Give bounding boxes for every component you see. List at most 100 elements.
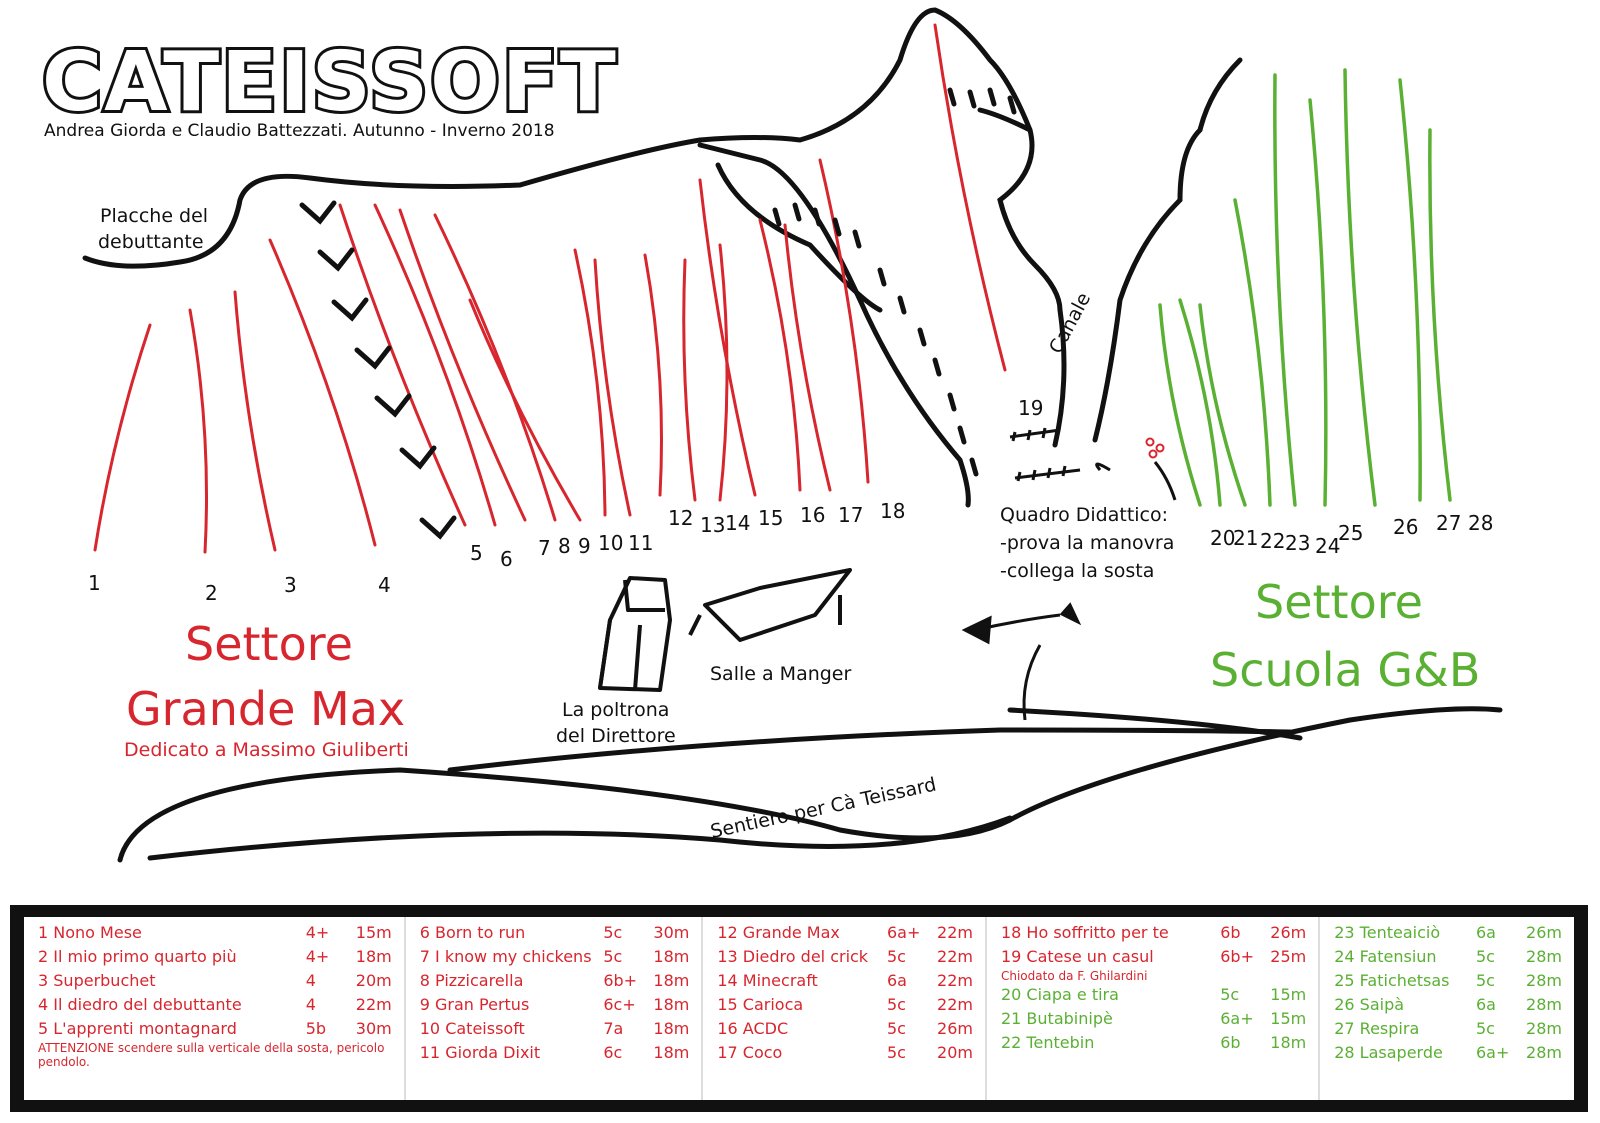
legend-route-name: 13 Diedro del crick — [717, 947, 869, 966]
sector-green-title-1: Settore — [1255, 575, 1423, 629]
legend-route-grade: 6b — [1220, 1033, 1241, 1052]
route-number: 19 — [1018, 396, 1043, 420]
legend-route-name: 21 Butabinipè — [1000, 1009, 1113, 1028]
sector-green-title-2: Scuola G&B — [1210, 643, 1480, 697]
hatch-mark — [969, 457, 979, 477]
hatch-mark — [897, 295, 907, 315]
route-number: 13 — [700, 513, 725, 537]
legend-route-grade: 4 — [305, 995, 316, 1014]
legend-route-grade: 5c — [886, 1019, 906, 1038]
dihedral-chevron — [419, 515, 457, 540]
legend-route-length: 18m — [653, 995, 690, 1014]
legend-route-grade: 6b — [1220, 923, 1241, 942]
route-line-25 — [1308, 98, 1328, 507]
route-number: 2 — [205, 581, 218, 605]
route-line-20 — [1158, 303, 1202, 507]
route-number: 5 — [470, 541, 483, 565]
legend-route-grade: 5c — [886, 1043, 906, 1062]
legend-route-length: 30m — [653, 923, 690, 942]
sector-red-title-2: Grande Max — [126, 682, 405, 736]
hatch-mark — [947, 392, 957, 412]
legend-route-length: 22m — [937, 995, 973, 1014]
legend-route-length: 28m — [1526, 971, 1562, 990]
legend-route-name: 18 Ho soffritto per te — [1000, 923, 1169, 942]
hatch-mark — [877, 267, 887, 287]
route-number: 27 — [1436, 511, 1461, 535]
quadro-title: Quadro Didattico: — [1000, 504, 1168, 526]
quadro-line-1: -prova la manovra — [1000, 532, 1174, 554]
legend-route-length: 20m — [937, 1043, 973, 1062]
route-number: 22 — [1260, 529, 1285, 553]
dihedral-chevron — [317, 247, 355, 272]
legend-route-length: 18m — [653, 1019, 690, 1038]
legend-route-grade: 5c — [1220, 985, 1240, 1004]
legend-route-length: 18m — [653, 971, 690, 990]
route-number: 1 — [88, 571, 101, 595]
route-line-18 — [818, 158, 870, 484]
hatch-mark — [947, 87, 957, 107]
route-number: 25 — [1338, 521, 1363, 545]
legend-route-length: 22m — [937, 971, 973, 990]
legend-route-length: 20m — [355, 971, 392, 990]
dihedral-chevron — [354, 345, 392, 370]
quadro-line-2: -collega la sosta — [1000, 560, 1154, 582]
legend-route-name: 15 Carioca — [717, 995, 804, 1014]
legend-route-name: 23 Tenteaiciò — [1334, 923, 1441, 942]
legend-route-length: 18m — [1270, 1033, 1307, 1052]
route-line-2 — [188, 308, 208, 554]
hatch-mark — [832, 217, 842, 237]
legend-route-grade: 6c — [603, 1043, 623, 1062]
route-line-7 — [398, 208, 527, 522]
route-line-9 — [468, 298, 582, 522]
legend-route-name: 12 Grande Max — [717, 923, 840, 942]
route-line-28 — [1428, 128, 1452, 502]
dihedral-chevron — [331, 297, 369, 322]
poltrona-label-1: La poltrona — [562, 699, 669, 721]
route-line-15 — [698, 178, 757, 497]
legend-route-grade: 5c — [603, 947, 623, 966]
poltrona-label-2: del Direttore — [556, 725, 676, 747]
route-line-19 — [933, 23, 1007, 372]
dihedral-chevron — [299, 200, 337, 225]
route-line-12 — [643, 253, 663, 497]
route-number: 4 — [378, 573, 391, 597]
title: CATEISSOFT — [42, 35, 618, 130]
hatch-mark — [852, 229, 862, 249]
legend-route-name: 14 Minecraft — [717, 971, 818, 990]
legend-note-attenzione: ATTENZIONE scendere sulla verticale dell… — [38, 1041, 385, 1069]
legend-route-name: 6 Born to run — [419, 923, 526, 942]
route-line-11 — [593, 258, 632, 517]
legend-route-name: 9 Gran Pertus — [419, 995, 530, 1014]
legend-route-grade: 7a — [603, 1019, 624, 1038]
legend-route-grade: 6b+ — [1220, 947, 1254, 966]
legend-route-grade: 6a — [1475, 995, 1496, 1014]
route-line-6 — [373, 203, 497, 527]
legend-route-grade: 5c — [1475, 947, 1495, 966]
hatch-mark — [792, 202, 802, 222]
route-line-17 — [783, 223, 832, 492]
hatch-mark — [812, 207, 822, 227]
hatch-mark — [987, 87, 997, 107]
route-number: 24 — [1315, 534, 1340, 558]
sector-red-title-1: Settore — [185, 617, 353, 671]
route-line-24 — [1273, 73, 1297, 507]
route-line-14 — [718, 243, 729, 502]
route-line-8 — [433, 213, 557, 522]
legend-route-length: 26m — [1270, 923, 1307, 942]
rock-outline — [82, 7, 1503, 863]
legend-route-length: 15m — [1270, 985, 1307, 1004]
canale-label: Canale — [1045, 289, 1095, 357]
legend-route-grade: 6a+ — [1475, 1043, 1510, 1062]
dihedral-chevron — [399, 445, 437, 470]
hatch-mark — [1007, 95, 1017, 115]
